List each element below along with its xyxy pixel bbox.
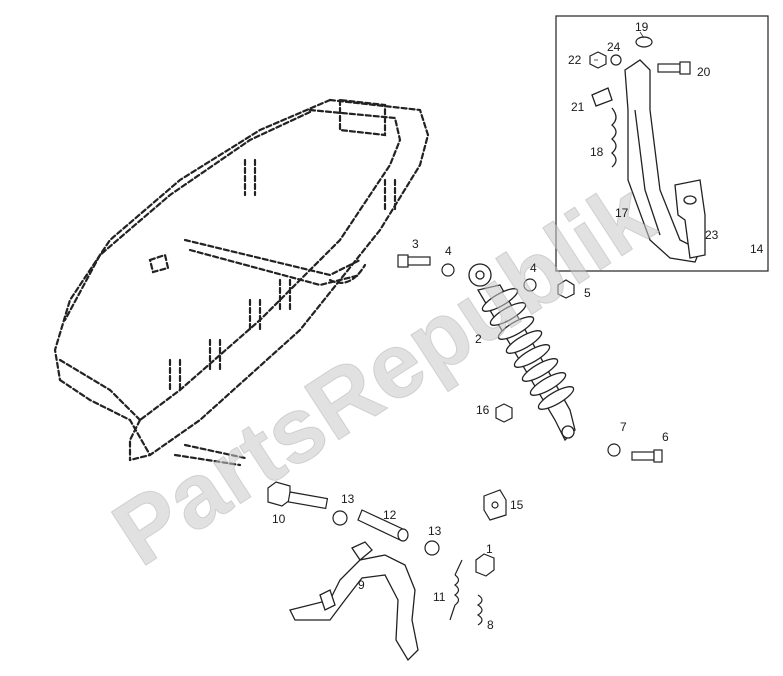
callout-8: 8 [487,618,494,632]
callout-6: 6 [662,430,669,444]
callout-11: 11 [433,590,446,604]
callout-20: 20 [697,65,711,79]
callout-16: 16 [476,403,490,417]
callout-18: 18 [590,145,604,159]
stand-nut-and-bracket [475,489,507,577]
callout-17: 17 [615,206,629,220]
shock-absorber [468,263,576,442]
callout-1: 1 [486,542,493,556]
callout-4a: 4 [445,244,452,258]
lower-shock-hardware [495,403,663,463]
callout-15: 15 [510,498,524,512]
bolt-20 [657,61,691,75]
leader-lines [594,31,645,61]
callout-22: 22 [568,53,582,67]
side-stand-inset-box [555,15,769,272]
callout-19: 19 [635,20,649,34]
callout-23: 23 [705,228,719,242]
callout-10: 10 [272,512,286,526]
callout-24: 24 [607,40,621,54]
callout-12: 12 [383,508,397,522]
callout-2: 2 [475,332,482,346]
callout-21: 21 [571,100,585,114]
callout-7: 7 [620,420,627,434]
bracket-and-spring [591,87,617,168]
callout-13b: 13 [428,524,442,538]
callout-14: 14 [750,242,764,256]
center-stand-hardware [267,481,440,556]
center-stand [289,541,419,662]
callout-13a: 13 [341,492,355,506]
stand-rubber-pad [674,179,706,259]
callout-9: 9 [358,578,365,592]
stand-springs [449,559,483,626]
frame [53,98,430,467]
shock-spring-coils [481,288,575,410]
callout-3: 3 [412,237,419,251]
callout-4b: 4 [530,261,537,275]
callout-5: 5 [584,286,591,300]
upper-shock-hardware [397,254,575,299]
